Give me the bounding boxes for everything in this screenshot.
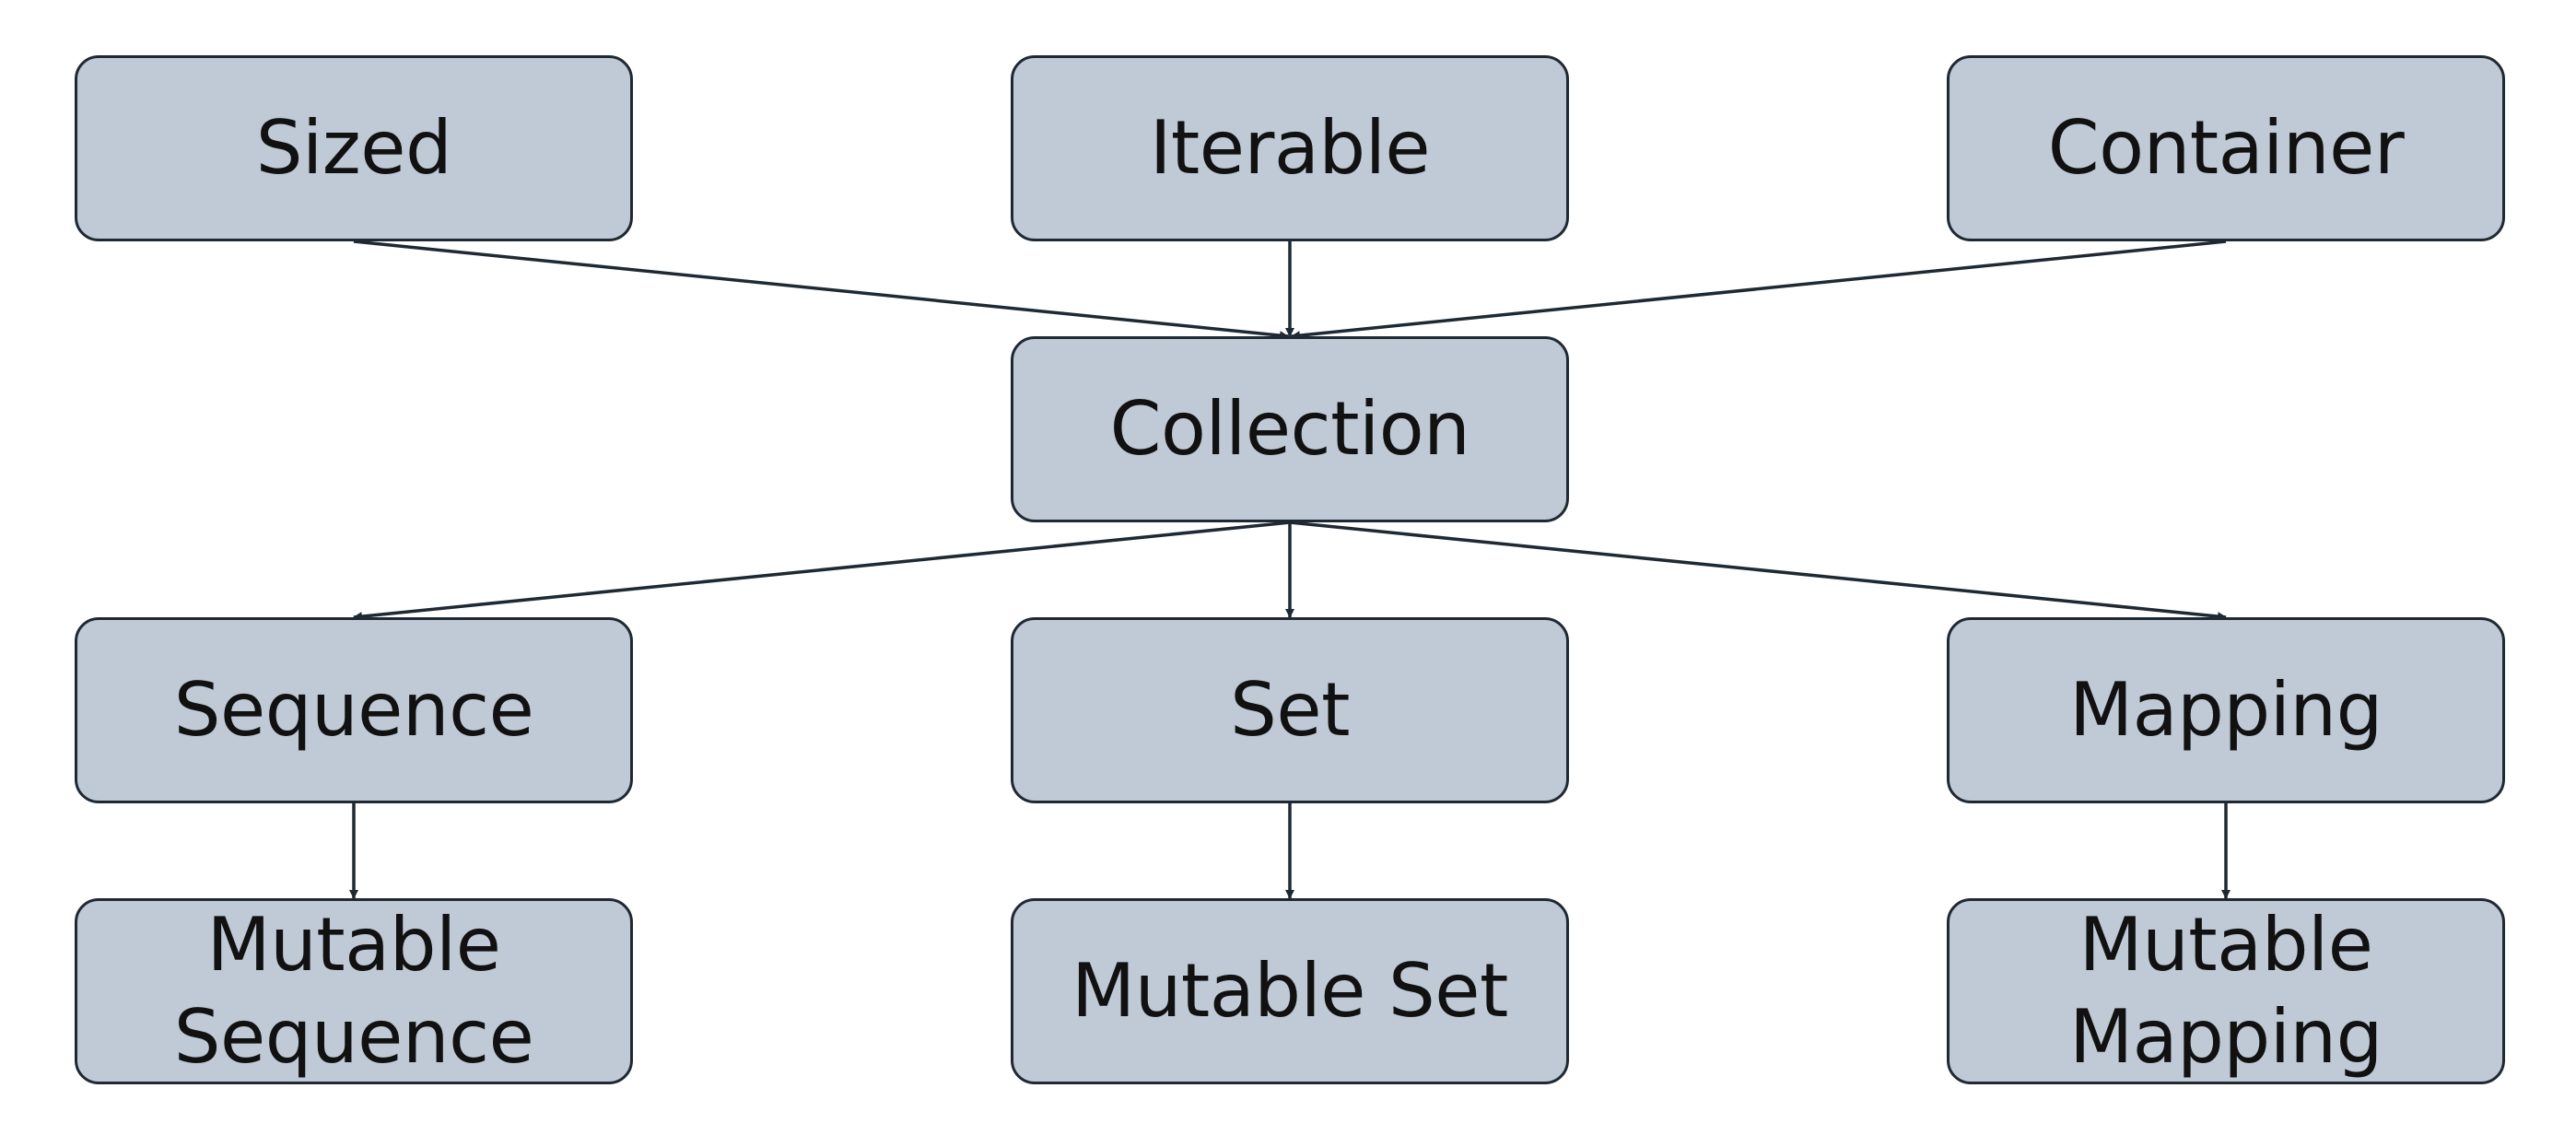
- node-sequence: Sequence: [75, 617, 633, 803]
- edge-collection-to-mapping: [1289, 521, 2227, 622]
- edge-container-to-collection: [1291, 240, 2227, 341]
- node-label: Sequence: [173, 667, 534, 753]
- node-label: Container: [2047, 105, 2405, 191]
- node-label: Mutable Sequence: [173, 902, 534, 1080]
- node-label: Collection: [1109, 386, 1470, 472]
- node-mutable-sequence: Mutable Sequence: [75, 898, 633, 1084]
- node-label: Iterable: [1149, 105, 1431, 191]
- node-label: Sized: [255, 105, 452, 191]
- node-label: Mutable Mapping: [2069, 902, 2383, 1080]
- node-label: Mutable Set: [1071, 948, 1508, 1034]
- edge-sized-to-collection: [353, 240, 1289, 341]
- node-container: Container: [1947, 55, 2505, 241]
- edge-collection-to-sequence: [353, 521, 1291, 622]
- node-collection: Collection: [1011, 336, 1569, 522]
- node-mapping: Mapping: [1947, 617, 2505, 803]
- node-label: Mapping: [2069, 667, 2383, 753]
- node-label: Set: [1230, 667, 1350, 753]
- node-set: Set: [1011, 617, 1569, 803]
- node-mutable-mapping: Mutable Mapping: [1947, 898, 2505, 1084]
- node-iterable: Iterable: [1011, 55, 1569, 241]
- node-mutable-set: Mutable Set: [1011, 898, 1569, 1084]
- node-sized: Sized: [75, 55, 633, 241]
